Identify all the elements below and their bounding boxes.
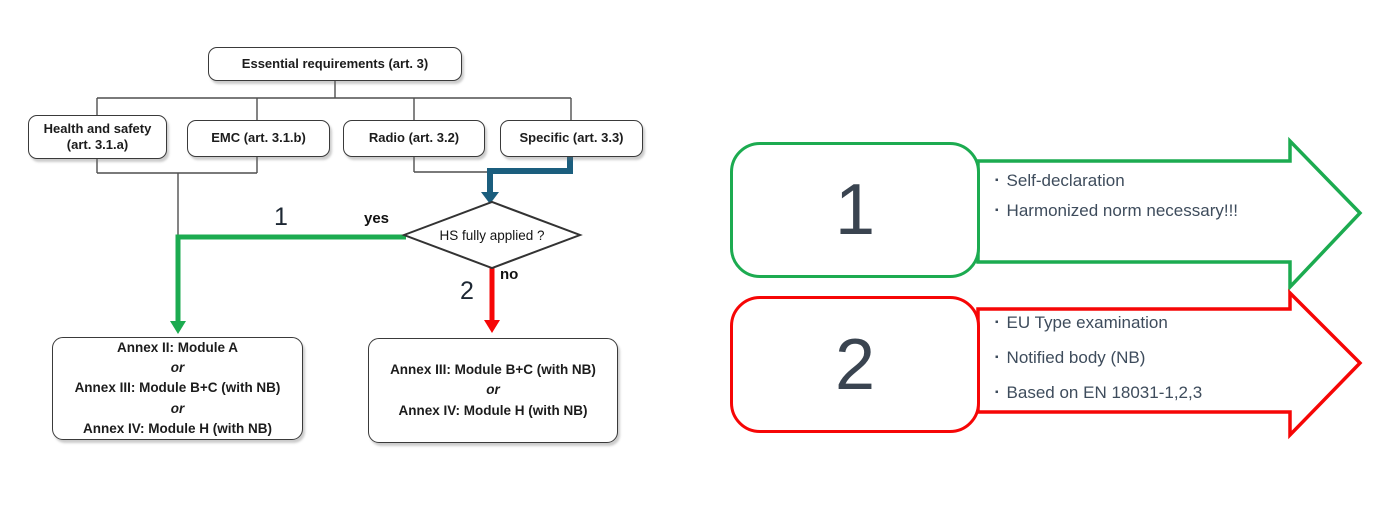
legend-box-1: 1 bbox=[730, 142, 980, 278]
node-annex-yes: Annex II: Module A or Annex III: Module … bbox=[52, 337, 303, 440]
red-arrow-bullets: ▪ EU Type examination ▪ Notified body (N… bbox=[995, 305, 1202, 410]
annex-yes-line: Annex II: Module A bbox=[117, 339, 238, 355]
annex-yes-line: Annex III: Module B+C (with NB) bbox=[74, 380, 281, 396]
bullet-item: ▪ Self-declaration bbox=[995, 166, 1238, 196]
yes-path bbox=[170, 234, 406, 334]
node-health-safety: Health and safety (art. 3.1.a) bbox=[28, 115, 167, 159]
bullet-text: Based on EN 18031-1,2,3 bbox=[1006, 383, 1203, 402]
bullet-square-icon: ▪ bbox=[995, 386, 999, 398]
teal-arrowhead-icon bbox=[481, 192, 499, 204]
path2-number-label: 2 bbox=[460, 277, 474, 305]
bullet-square-icon: ▪ bbox=[995, 205, 999, 216]
bullet-text: Notified body (NB) bbox=[1006, 348, 1146, 367]
red-arrowhead-icon bbox=[484, 320, 500, 333]
bullet-square-icon: ▪ bbox=[995, 351, 999, 363]
annex-yes-or: or bbox=[170, 400, 185, 416]
green-banner-arrow bbox=[976, 136, 1363, 292]
annex-no-line: Annex III: Module B+C (with NB) bbox=[390, 362, 596, 378]
bullet-text: Harmonized norm necessary!!! bbox=[1006, 201, 1239, 220]
decision-diamond bbox=[401, 200, 583, 270]
bullet-text: Self-declaration bbox=[1006, 171, 1125, 190]
node-essential-requirements: Essential requirements (art. 3) bbox=[208, 47, 462, 81]
bullet-item: ▪ Harmonized norm necessary!!! bbox=[995, 196, 1238, 226]
yes-label: yes bbox=[364, 210, 390, 227]
red-banner-arrow bbox=[976, 288, 1363, 440]
path1-number-label: 1 bbox=[274, 203, 288, 231]
bullet-square-icon: ▪ bbox=[995, 316, 999, 328]
legend-box-2: 2 bbox=[730, 296, 980, 433]
green-arrowhead-icon bbox=[170, 321, 186, 334]
legend-number-2: 2 bbox=[834, 324, 876, 405]
annex-yes-or: or bbox=[170, 360, 185, 376]
no-path bbox=[484, 268, 500, 333]
bullet-text: EU Type examination bbox=[1006, 313, 1168, 332]
annex-yes-line: Annex IV: Module H (with NB) bbox=[83, 420, 272, 436]
green-connector-line bbox=[175, 234, 406, 322]
legend-number-1: 1 bbox=[834, 170, 876, 250]
teal-connector-line bbox=[487, 156, 573, 193]
node-emc: EMC (art. 3.1.b) bbox=[187, 120, 330, 157]
annex-no-line: Annex IV: Module H (with NB) bbox=[398, 402, 588, 418]
green-arrow-bullets: ▪ Self-declaration ▪ Harmonized norm nec… bbox=[995, 166, 1238, 226]
no-label: no bbox=[500, 266, 519, 283]
bullet-item: ▪ Notified body (NB) bbox=[995, 340, 1202, 375]
node-radio: Radio (art. 3.2) bbox=[343, 120, 485, 157]
bullet-item: ▪ EU Type examination bbox=[995, 305, 1202, 340]
annex-no-or: or bbox=[486, 382, 500, 398]
bullet-item: ▪ Based on EN 18031-1,2,3 bbox=[995, 375, 1202, 410]
node-annex-no: Annex III: Module B+C (with NB) or Annex… bbox=[368, 338, 618, 443]
node-specific: Specific (art. 3.3) bbox=[500, 120, 643, 157]
bullet-square-icon: ▪ bbox=[995, 175, 999, 186]
tree-connectors bbox=[96, 81, 572, 235]
specific-to-decision-path bbox=[481, 156, 573, 204]
decision-label: HS fully applied ? bbox=[439, 228, 545, 243]
